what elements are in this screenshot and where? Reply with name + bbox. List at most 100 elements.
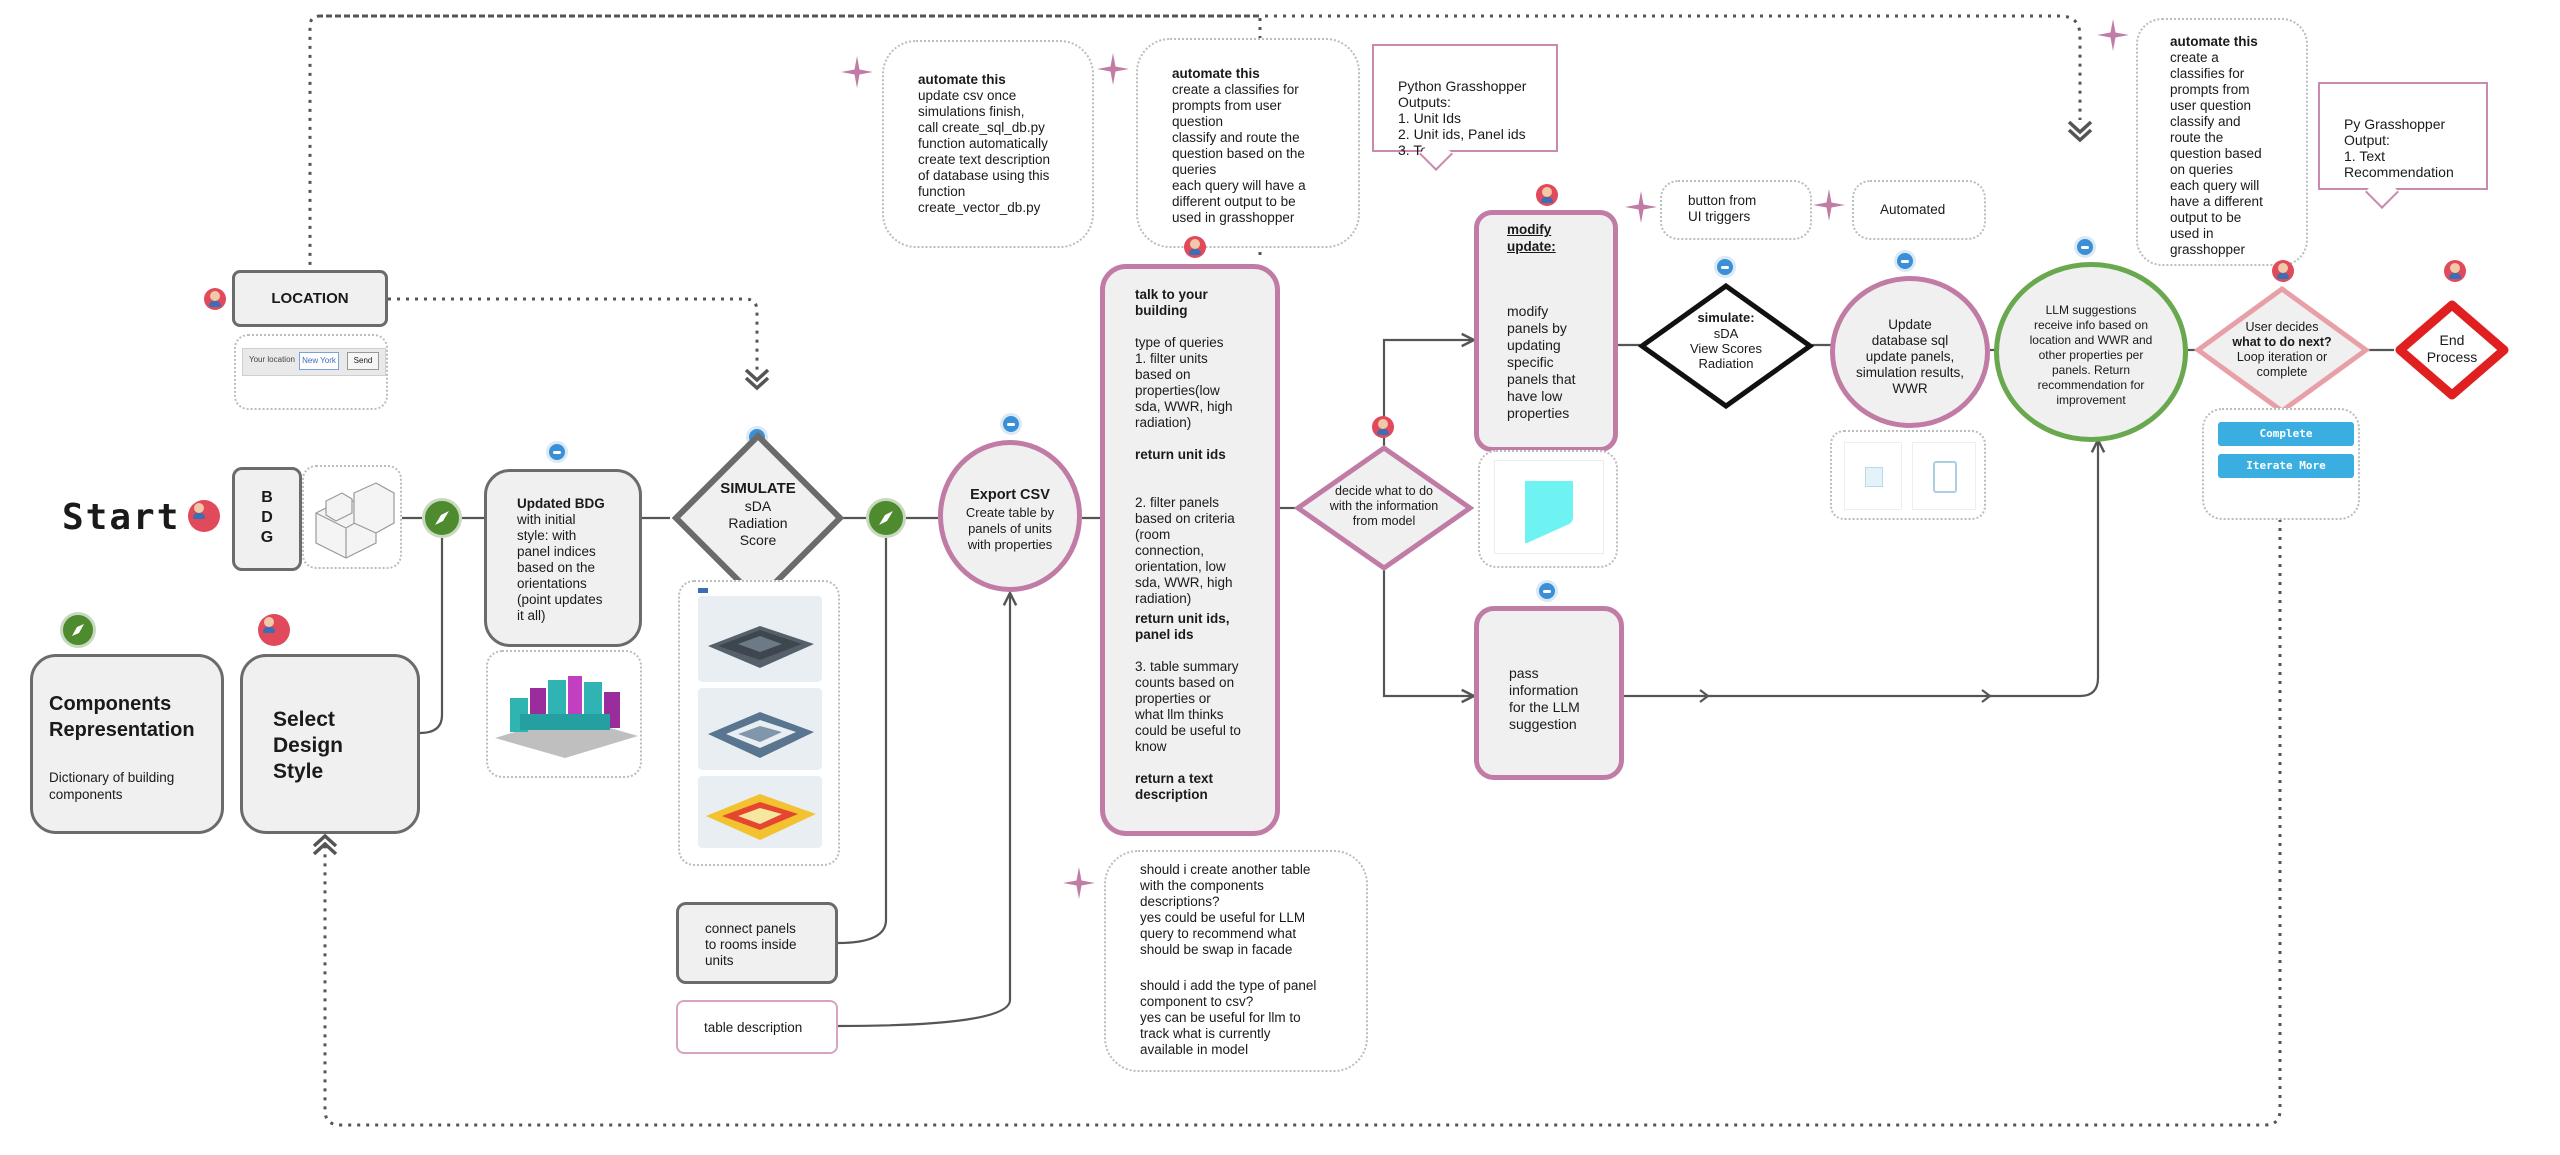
callout-python-outputs: Python Grasshopper Outputs: 1. Unit Ids … [1372, 44, 1558, 158]
edge-connect-to-compass2 [837, 538, 888, 945]
note-automate-classify-2: automate this create a classifies for pr… [2136, 18, 2308, 266]
user-avatar-icon [204, 288, 226, 310]
user-avatar-icon [1184, 236, 1206, 258]
note-classify1-body: create a classifies for prompts from use… [1172, 82, 1306, 225]
llm-node: LLM suggestions receive info based on lo… [1994, 262, 2188, 442]
table-description-node: table description [676, 1000, 838, 1054]
process-marker-icon [1714, 256, 1736, 278]
user-decides-line2: what to do next? [2232, 335, 2332, 349]
simulate-results-note [678, 580, 840, 866]
location-widget-button[interactable]: Send [347, 352, 379, 370]
select-style-title: Select Design Style [273, 708, 344, 783]
building-model-icon [495, 676, 638, 758]
edge-decide-up [1382, 340, 1474, 446]
decide-node [1294, 444, 1474, 572]
end-process-node [2395, 300, 2509, 400]
user-decides-line1: User decides [2245, 320, 2319, 334]
note-questions-q1: should i create another table with the c… [1140, 862, 1311, 957]
user-avatar-icon [188, 500, 220, 532]
user-avatar-icon [2272, 260, 2294, 282]
updated-bdg-title: Updated BDG [517, 496, 605, 511]
modify-title: modify update: [1507, 222, 1556, 254]
bdg-image-note [302, 465, 402, 569]
location-widget-label: Your location [249, 355, 295, 364]
loop-edge-top-right [320, 14, 2082, 120]
sparkle-icon [1063, 867, 1095, 899]
sparkle-icon [1097, 53, 1129, 85]
loop-edge-top [308, 14, 1262, 275]
talk-p5: 3. table summary counts based on propert… [1135, 659, 1241, 754]
location-widget-input[interactable]: New York [299, 352, 339, 370]
pass-info-label: pass information for the LLM suggestion [1509, 665, 1580, 732]
complete-button[interactable]: Complete [2218, 422, 2354, 446]
bdg-label: B D G [260, 489, 274, 546]
components-title: Components Representation [49, 693, 195, 741]
note-automate-csv: automate this update csv once simulation… [882, 40, 1094, 248]
note-automated: Automated [1852, 180, 1986, 240]
end-process-label: End Process [2426, 332, 2478, 365]
note-button-triggers: button from UI triggers [1660, 180, 1812, 240]
simulate-progress-bar [698, 588, 708, 593]
edge-pass-to-llm [1624, 440, 2098, 698]
location-label: LOCATION [271, 290, 349, 307]
bdg-node: B D G [232, 467, 302, 571]
edge-table-to-export [837, 593, 1010, 1028]
simulate2-node [1638, 282, 1814, 410]
callout-py2-text: Py Grasshopper Output: 1. Text Recommend… [2344, 116, 2454, 180]
building-sketch-icon [315, 482, 395, 559]
export-csv-body: Create table by panels of units with pro… [965, 505, 1055, 552]
talk-node: talk to your building type of queries 1.… [1100, 264, 1280, 836]
location-widget-note: Your location New York Send [234, 334, 388, 410]
location-node: LOCATION [232, 270, 388, 327]
iterate-more-button[interactable]: Iterate More [2218, 454, 2354, 478]
updated-bdg-image-note [486, 650, 642, 778]
user-avatar-icon [1536, 184, 1558, 206]
updated-bdg-node: Updated BDG with initial style: with pan… [484, 469, 642, 647]
table-description-label: table description [704, 1020, 803, 1035]
db-thumb-1 [1844, 442, 1902, 510]
user-avatar-icon [2444, 260, 2466, 282]
simulate-title: SIMULATE [720, 480, 796, 497]
llm-label: LLM suggestions receive info based on lo… [2029, 303, 2153, 407]
components-desc: Dictionary of building components [49, 770, 175, 802]
process-marker-icon [1536, 580, 1558, 602]
sparkle-icon [1813, 189, 1845, 221]
loop-edge-bottom [323, 510, 2282, 1127]
note-classify2-bold: automate this [2170, 34, 2258, 49]
modify-preview-note [1478, 450, 1618, 568]
start-label: Start [62, 497, 181, 538]
user-avatar-icon [258, 614, 290, 646]
update-db-label: Update database sql update panels, simul… [1855, 317, 1965, 396]
note-csv-body: update csv once simulations finish, call… [918, 88, 1051, 215]
talk-p1: type of queries 1. filter units based on… [1135, 335, 1233, 430]
talk-p4: return unit ids, panel ids [1135, 611, 1230, 642]
chevron-down-icon [2067, 120, 2093, 143]
decide-label: decide what to do with the information f… [1329, 484, 1439, 528]
simulate2-title: simulate: [1697, 310, 1755, 325]
export-csv-node: Export CSV Create table by panels of uni… [938, 440, 1082, 592]
process-marker-icon [1000, 413, 1022, 435]
sparkle-icon [841, 56, 873, 88]
db-thumb-2 [1912, 442, 1976, 510]
note-questions: should i create another table with the c… [1104, 850, 1368, 1072]
simulate-body: sDA Radiation Score [728, 498, 788, 548]
connect-panels-label: connect panels to rooms inside units [705, 921, 797, 968]
modify-node: modify update: modify panels by updating… [1474, 210, 1618, 452]
talk-title: talk to your building [1135, 287, 1208, 318]
simulate2-body: sDA View Scores Radiation [1689, 326, 1762, 371]
update-db-preview-note [1830, 430, 1986, 520]
talk-p6: return a text description [1135, 771, 1214, 802]
modify-body: modify panels by updating specific panel… [1507, 303, 1576, 421]
edge-select-to-compass [419, 538, 444, 735]
note-csv-bold: automate this [918, 72, 1006, 87]
talk-p3: 2. filter panels based on criteria (room… [1135, 495, 1235, 606]
sparkle-icon [1625, 191, 1657, 223]
updated-bdg-body: with initial style: with panel indices b… [517, 512, 603, 623]
sim-render-1 [698, 596, 822, 682]
sim-render-2 [698, 688, 822, 770]
compass-icon [60, 612, 96, 648]
components-node: Components Representation Dictionary of … [30, 654, 224, 834]
sparkle-icon [2097, 19, 2129, 51]
